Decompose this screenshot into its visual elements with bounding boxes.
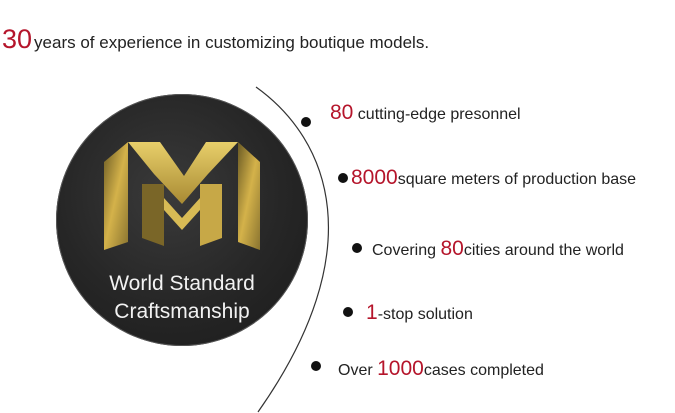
feature-prefix: Covering	[372, 242, 441, 259]
feature-item-cities: Covering 80cities around the world	[372, 237, 624, 261]
feature-number: 8000	[351, 166, 398, 189]
feature-text: square meters of production base	[397, 171, 637, 188]
feature-item-production-base: 8000square meters of production base	[351, 166, 636, 190]
feature-number: 1	[366, 301, 378, 324]
craftsmanship-badge: World Standard Craftsmanship	[56, 94, 308, 346]
feature-number: 80	[330, 101, 354, 124]
feature-text: cutting-edge presonnel	[353, 106, 521, 123]
feature-prefix: Over	[338, 362, 378, 379]
feature-item-cases: Over 1000cases completed	[338, 357, 544, 381]
timeline-dot	[352, 243, 362, 253]
feature-text: -stop solution	[377, 306, 473, 323]
feature-number: 80	[440, 237, 464, 260]
timeline-dot	[338, 173, 348, 183]
feature-text: cases completed	[423, 362, 544, 379]
timeline-dot	[301, 117, 311, 127]
feature-item-solution: 1-stop solution	[366, 301, 473, 325]
headline-text: years of experience in customizing bouti…	[34, 33, 430, 52]
timeline-dot	[343, 307, 353, 317]
badge-title-line2: Craftsmanship	[114, 300, 250, 323]
headline-number: 30	[2, 24, 33, 54]
feature-item-personnel: 80 cutting-edge presonnel	[330, 101, 521, 125]
badge-title-line1: World Standard	[109, 272, 255, 295]
feature-number: 1000	[377, 357, 424, 380]
m-logo-icon	[104, 142, 260, 250]
feature-text: cities around the world	[463, 242, 624, 259]
timeline-dot	[311, 361, 321, 371]
